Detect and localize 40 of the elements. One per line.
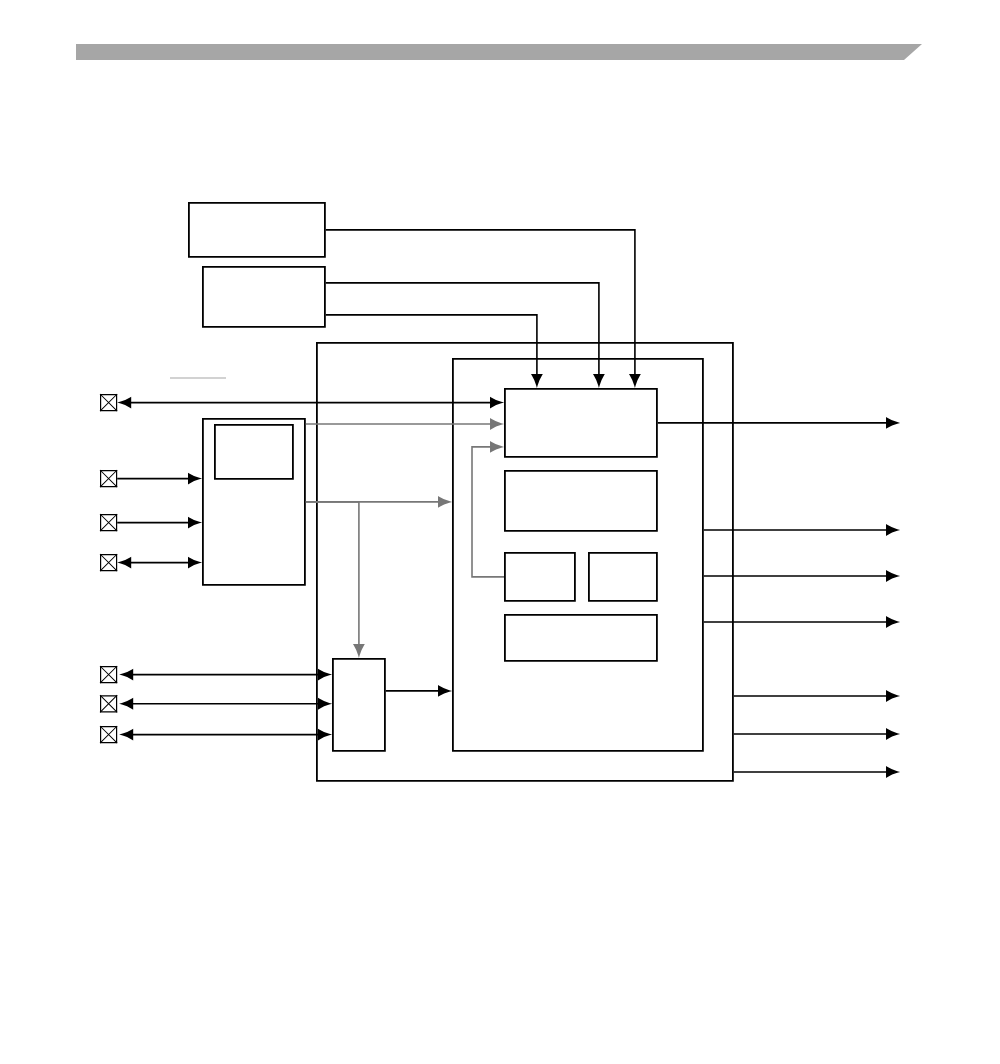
pin-terminal [99,694,118,713]
block-box [504,470,658,532]
arrow [471,441,505,578]
pin-terminal [99,725,118,744]
block-box [332,658,386,752]
pin-terminal [99,469,118,488]
arrow [703,570,898,582]
arrow [121,729,330,740]
arrow [116,517,200,528]
arrow [305,501,365,656]
arrow [119,397,502,408]
arrow [703,616,898,628]
pin-terminal [99,513,118,532]
arrow [657,417,898,429]
arrow [733,766,898,778]
block-box [504,388,658,458]
block-box [188,202,326,258]
block-box [316,342,734,782]
arrow [733,690,898,702]
arrow [325,314,543,386]
block-box [588,552,658,602]
block-box [214,424,294,480]
block-box [452,358,704,752]
block-box [202,266,326,328]
arrow [305,418,502,430]
arrow [385,685,450,697]
arrow [733,728,898,740]
pin-terminal [99,393,118,412]
pin-terminal [99,665,118,684]
arrow [121,669,330,680]
arrow [325,282,605,386]
block-box [202,418,306,586]
arrow [116,473,200,484]
arrow [703,524,898,536]
block-box [504,552,576,602]
arrow [121,698,330,710]
arrow [119,557,200,568]
arrow [325,229,641,386]
block-box [504,614,658,662]
pin-terminal [99,553,118,572]
